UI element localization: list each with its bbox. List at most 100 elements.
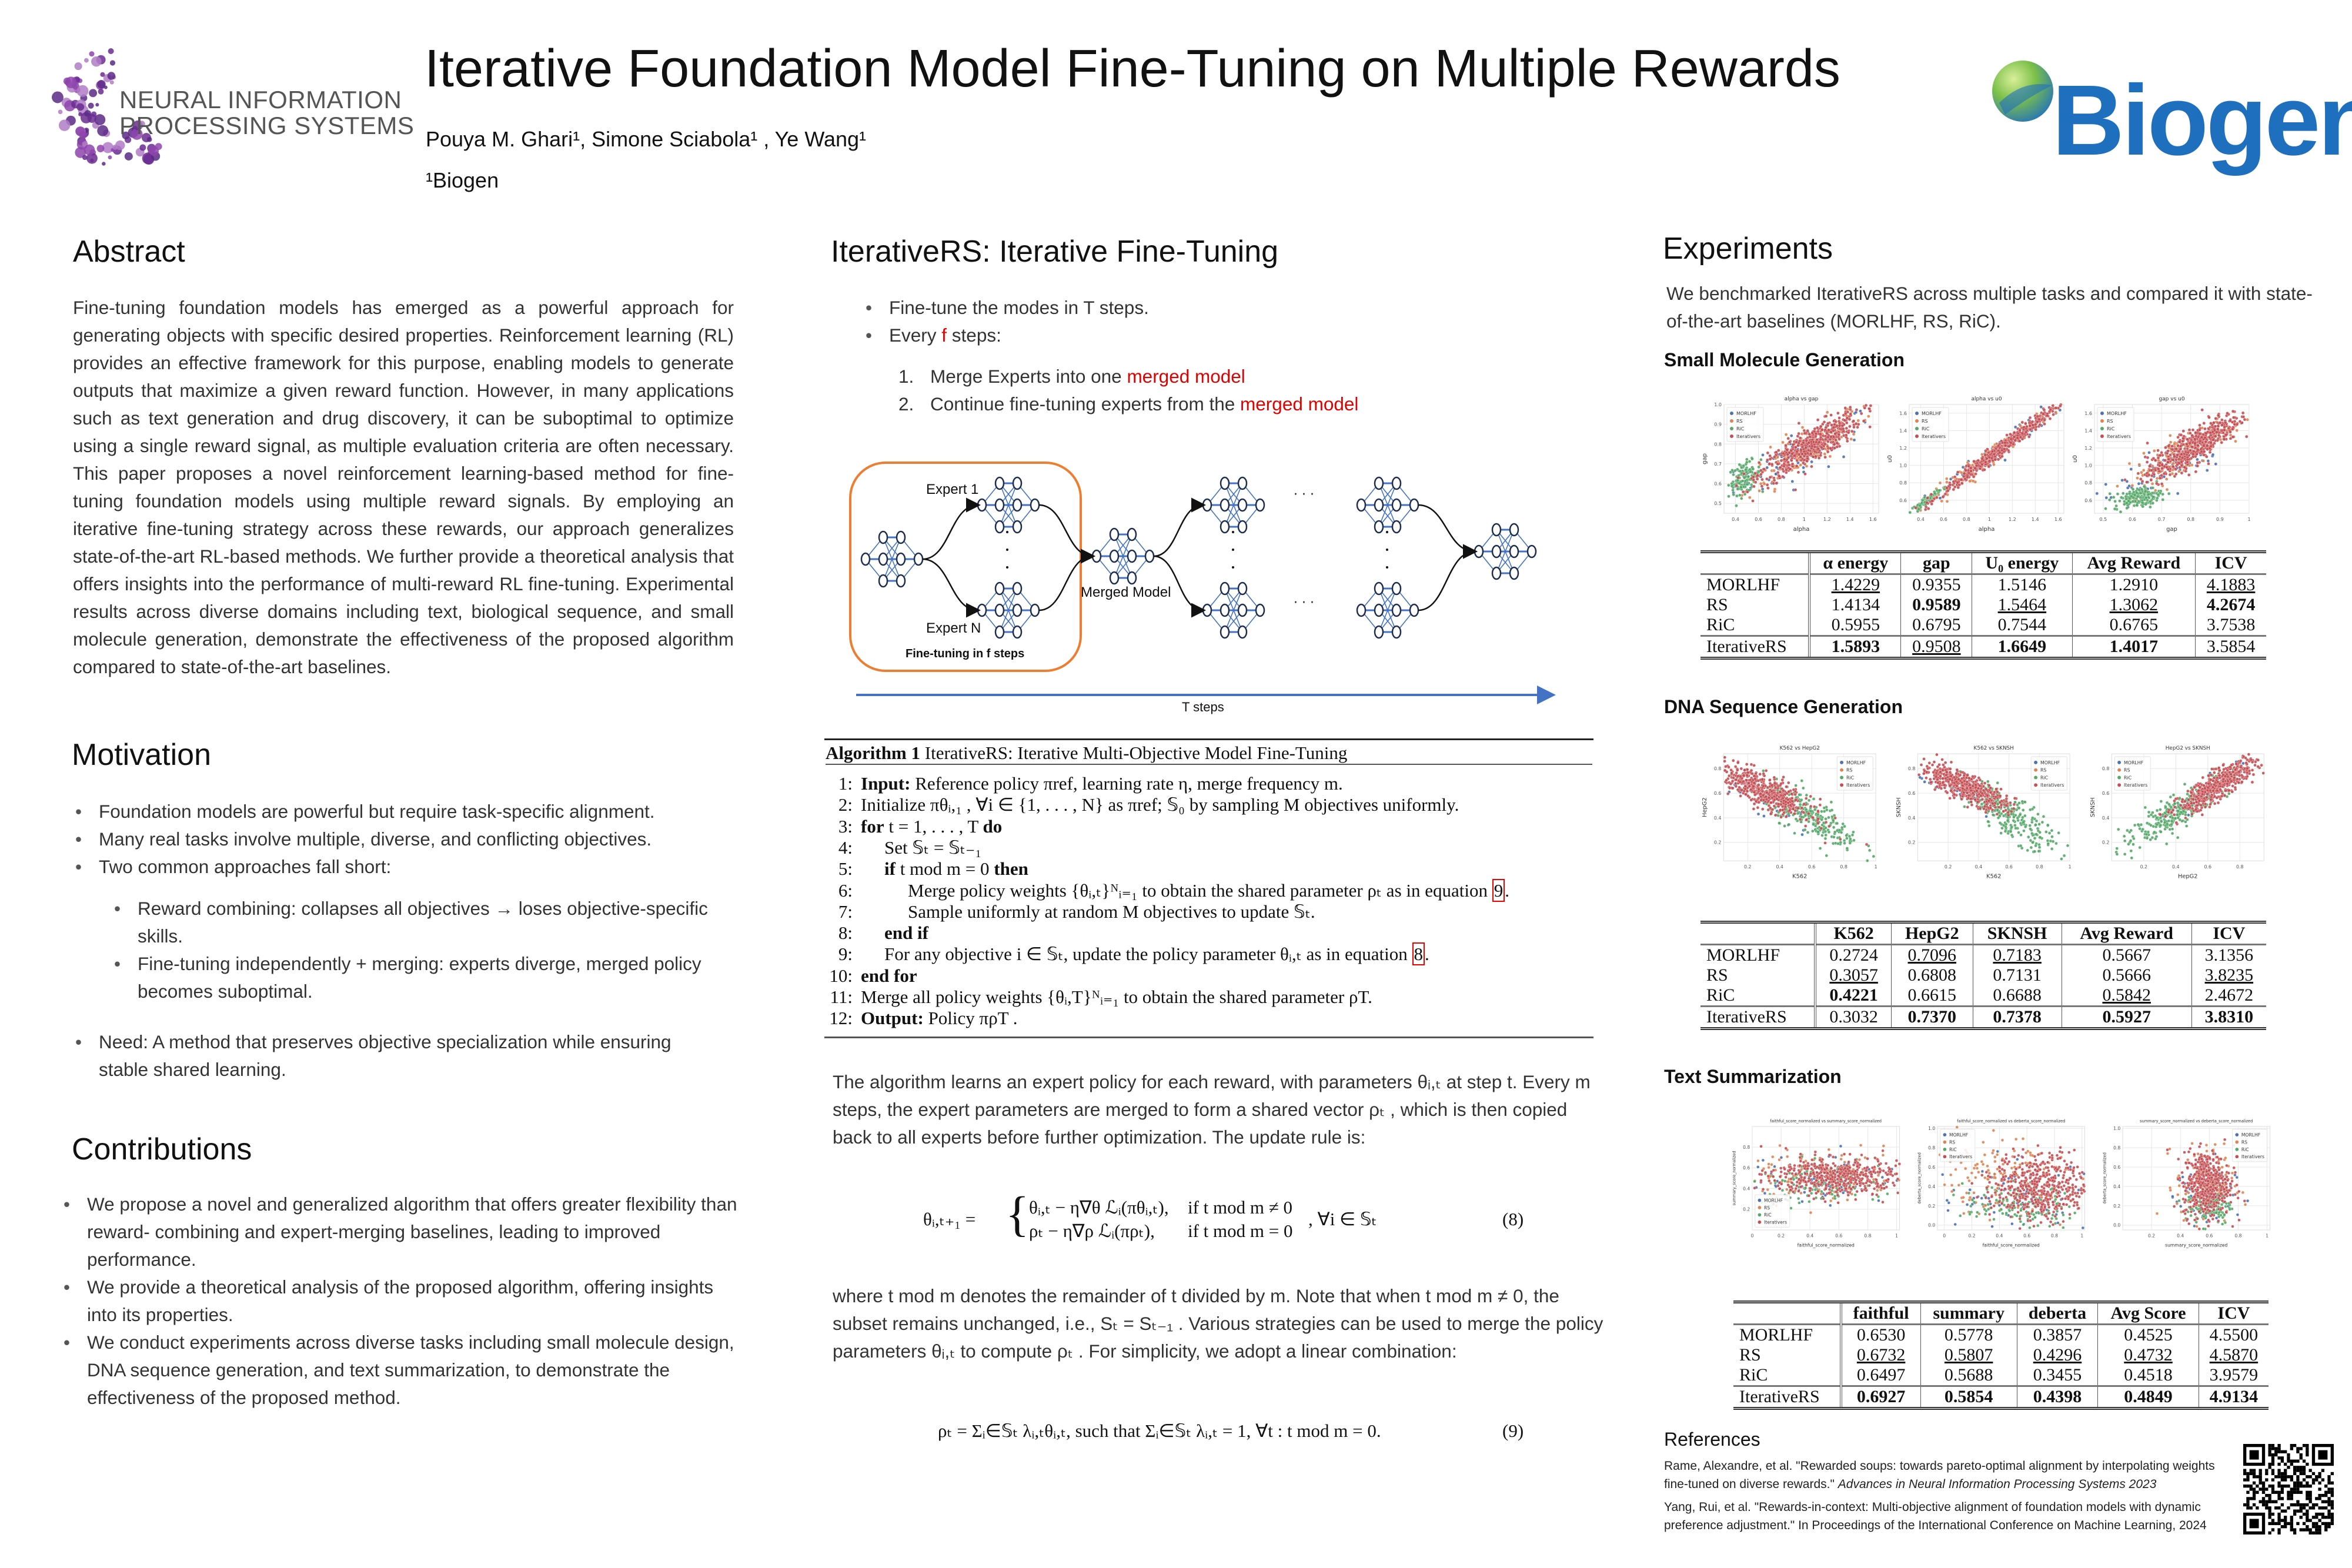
x-tick-label: 0.6 xyxy=(2005,864,2013,870)
data-point-ric xyxy=(2104,507,2107,510)
data-point-iterativers xyxy=(1784,468,1788,472)
data-point-iterativers xyxy=(1984,449,1987,453)
data-point-ric xyxy=(1798,803,1802,807)
data-point-iterativers xyxy=(1864,403,1868,407)
data-point-iterativers xyxy=(2213,771,2216,774)
data-point-iterativers xyxy=(2200,436,2204,439)
algorithm-line: 3:for t = 1, . . . , T do xyxy=(824,816,1002,837)
legend-marker xyxy=(1915,427,1919,430)
data-point-iterativers xyxy=(1939,774,1942,778)
data-point-iterativers xyxy=(1806,449,1810,452)
equation-reference-link[interactable]: 9 xyxy=(1492,878,1505,902)
legend-entry: MORLHF xyxy=(2040,760,2060,765)
data-point-iterativers xyxy=(1816,418,1820,422)
data-point-iterativers xyxy=(2020,431,2024,435)
data-point-iterativers xyxy=(2194,431,2197,434)
legend-entry: MORLHF xyxy=(1922,411,1942,416)
data-point-iterativers xyxy=(2167,457,2170,461)
data-point-iterativers xyxy=(2191,449,2196,453)
data-point-rs xyxy=(2171,462,2176,465)
data-point-iterativers xyxy=(2178,466,2181,469)
data-point-ric xyxy=(2159,808,2162,811)
data-point-iterativers xyxy=(1958,788,1962,792)
data-point-ric xyxy=(2037,823,2041,826)
affiliation: ¹Biogen xyxy=(426,168,499,192)
data-point-rs xyxy=(2054,410,2058,414)
data-point-iterativers xyxy=(1748,784,1752,788)
neural-network-icon xyxy=(1202,476,1265,534)
data-point-iterativers xyxy=(1999,803,2003,807)
data-point-iterativers xyxy=(2216,413,2220,417)
method-step-2: 2.Continue fine-tuning experts from the … xyxy=(898,390,1358,418)
data-point-iterativers xyxy=(1971,791,1975,795)
logo-dot xyxy=(84,58,89,63)
data-point-iterativers xyxy=(1948,784,1952,788)
data-point-iterativers xyxy=(1967,776,1971,780)
data-point-iterativers xyxy=(1966,805,1970,809)
data-point-iterativers xyxy=(1826,422,1830,426)
data-point-iterativers xyxy=(2201,433,2205,436)
data-point-iterativers xyxy=(2196,461,2200,464)
method-name-cell: MORLHF xyxy=(1700,574,1811,595)
data-point-ric xyxy=(1793,831,1796,835)
biogen-logo-sphere-icon xyxy=(1992,61,2053,122)
data-point-ric xyxy=(1986,780,1990,784)
data-point-ric xyxy=(2136,494,2140,499)
data-point-iterativers xyxy=(1742,780,1745,783)
data-point-iterativers xyxy=(1781,808,1785,812)
data-point-iterativers xyxy=(2013,797,2017,800)
data-point-ric xyxy=(2014,826,2017,830)
data-point-iterativers xyxy=(1926,496,1929,500)
data-point-iterativers xyxy=(1935,496,1939,500)
data-point-iterativers xyxy=(1783,805,1787,809)
data-point-iterativers xyxy=(1787,790,1790,794)
data-point-iterativers xyxy=(1816,821,1820,825)
data-point-ric xyxy=(1809,809,1813,813)
data-point-ric xyxy=(2125,506,2129,510)
legend-entry: RS xyxy=(2040,768,2046,773)
data-point-ric xyxy=(1783,824,1786,828)
data-point-iterativers xyxy=(2154,482,2159,486)
data-point-iterativers xyxy=(1732,758,1735,763)
equation-reference-link[interactable]: 8 xyxy=(1412,942,1425,966)
data-point-ric xyxy=(2118,499,2122,503)
data-point-iterativers xyxy=(2012,435,2016,439)
data-point-iterativers xyxy=(1798,436,1802,440)
data-point-rs xyxy=(2173,442,2176,446)
motivation-sub-bullet: Reward combining: collapses all objectiv… xyxy=(112,895,735,950)
data-point-iterativers xyxy=(2194,470,2198,474)
data-point-iterativers xyxy=(2180,452,2183,456)
logo-dot xyxy=(58,119,71,131)
algorithm-text: . xyxy=(1425,944,1429,965)
data-point-iterativers xyxy=(2163,459,2167,462)
data-point-iterativers xyxy=(1779,794,1783,797)
step-number: 2. xyxy=(898,393,914,414)
data-point-iterativers xyxy=(2173,454,2176,459)
data-point-iterativers xyxy=(1987,784,1991,787)
data-point-ric xyxy=(2116,492,2120,496)
y-axis-label: u0 xyxy=(1887,455,1893,463)
plot-title: HepG2 vs SKNSH xyxy=(2166,745,2210,751)
legend-entry: RiC xyxy=(1922,426,1930,432)
algorithm-line: 6:Merge policy weights {θᵢ,ₜ}ᴺᵢ₌₁ to obt… xyxy=(824,878,1509,902)
x-axis-label: gap xyxy=(2166,526,2177,533)
value-cell: 1.5893 xyxy=(1831,637,1880,656)
data-point-iterativers xyxy=(1943,761,1947,764)
plot-title: K562 vs HepG2 xyxy=(1780,745,1820,751)
data-point-iterativers xyxy=(1749,763,1753,767)
data-point-rs xyxy=(2169,440,2173,444)
y-tick-label: 1.0 xyxy=(1714,402,1722,407)
data-point-iterativers xyxy=(1762,467,1766,471)
data-point-iterativers xyxy=(2213,428,2217,432)
data-point-iterativers xyxy=(1738,785,1741,789)
data-point-iterativers xyxy=(2189,432,2192,435)
data-point-iterativers xyxy=(1856,425,1859,429)
legend-entry: RS xyxy=(1846,768,1852,773)
data-point-ric xyxy=(1820,834,1824,837)
data-point-iterativers xyxy=(1855,408,1859,412)
data-point-iterativers xyxy=(1826,435,1830,439)
data-point-iterativers xyxy=(1782,464,1786,468)
legend-marker xyxy=(1730,434,1733,438)
data-point-ric xyxy=(1845,834,1848,837)
